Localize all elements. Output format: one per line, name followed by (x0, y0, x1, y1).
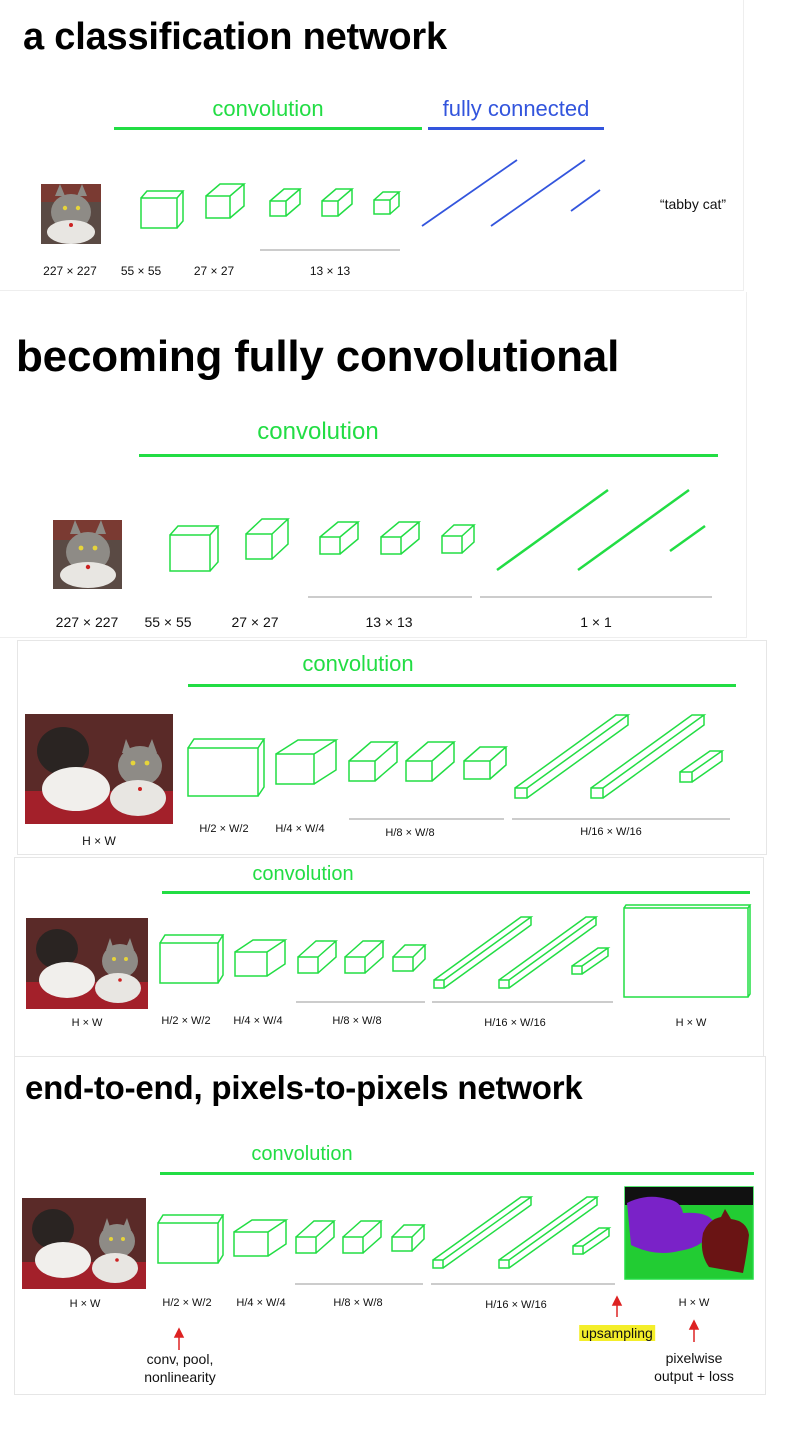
conv-blocks (169, 518, 476, 572)
size-label: H/2 × W/2 (199, 823, 249, 835)
size-label: 227 × 227 (55, 614, 119, 630)
size-label: 13 × 13 (309, 264, 351, 278)
network-graphic (53, 488, 712, 598)
note-line: pixelwise (665, 1350, 723, 1366)
output-block (623, 904, 752, 998)
network-graphic (41, 159, 601, 251)
panel-fully-convolutional-upsampled: convolution (14, 857, 764, 1057)
size-label: H/8 × W/8 (332, 1015, 382, 1027)
network-graphic (26, 904, 752, 1009)
conv-blocks (187, 738, 508, 797)
fully-connected-bar (428, 127, 604, 130)
upsampling-highlight: upsampling (579, 1325, 655, 1341)
conv-1x1-bars (433, 916, 611, 989)
conv-blocks (157, 1214, 426, 1264)
panel-end-to-end-network: end-to-end, pixels-to-pixels network con… (14, 1056, 766, 1395)
panel-title: a classification network (23, 16, 447, 58)
convolution-label: convolution (302, 651, 414, 676)
conv-1x1-bars (514, 714, 725, 799)
size-label: 13 × 13 (365, 614, 413, 630)
size-label: H/16 × W/16 (485, 1299, 547, 1311)
size-label: H/16 × W/16 (484, 1017, 546, 1029)
convolution-label: convolution (251, 1143, 353, 1165)
size-label: H/2 × W/2 (162, 1297, 212, 1309)
input-cat-dog-image (25, 714, 173, 824)
note-line: conv, pool, (146, 1351, 214, 1367)
conv-blocks (159, 934, 427, 984)
panel-fully-convolutional: becoming fully convolutional convolution (0, 292, 747, 638)
red-arrows (173, 1295, 700, 1350)
size-label: 55 × 55 (120, 264, 162, 278)
fully-connected-lines (421, 159, 601, 227)
convolution-label: convolution (212, 96, 324, 121)
size-label: H/16 × W/16 (580, 826, 642, 838)
size-label: H/4 × W/4 (275, 823, 325, 835)
size-label: 27 × 27 (231, 614, 279, 630)
conv-1x1-bars (432, 1196, 612, 1269)
input-cat-image (53, 520, 122, 589)
note-line: output + loss (654, 1368, 734, 1384)
conv-blocks (140, 183, 401, 229)
size-label: 227 × 227 (43, 264, 97, 278)
output-label: “tabby cat” (659, 196, 727, 212)
size-label: H × W (69, 1298, 101, 1310)
size-label: H × W (82, 834, 116, 848)
input-cat-dog-image (22, 1198, 146, 1289)
size-label: 55 × 55 (144, 614, 192, 630)
size-label: H/4 × W/4 (236, 1297, 286, 1309)
size-label: H/4 × W/4 (233, 1015, 283, 1027)
network-graphic (22, 1186, 754, 1350)
size-label: H × W (678, 1297, 710, 1309)
conv-pool-nonlinearity-note: conv, pool, nonlinearity (144, 1350, 216, 1386)
convolution-label: convolution (252, 863, 354, 885)
fully-connected-label: fully connected (442, 96, 590, 121)
input-cat-image (41, 184, 101, 244)
panel-fully-convolutional-hw: convolution H (17, 640, 767, 855)
panel-title: end-to-end, pixels-to-pixels network (25, 1069, 583, 1106)
panel-classification-network: a classification network convolution ful… (0, 0, 744, 291)
size-label: H/2 × W/2 (161, 1015, 211, 1027)
convolution-label: convolution (257, 418, 379, 445)
convolution-bar (188, 684, 736, 687)
network-graphic (25, 714, 730, 824)
panel-title: becoming fully convolutional (16, 332, 620, 381)
convolution-bar (114, 127, 422, 130)
size-label: H/8 × W/8 (333, 1297, 383, 1309)
convolution-bar (162, 891, 750, 894)
pixelwise-output-note: pixelwise output + loss (654, 1349, 734, 1385)
size-label: 27 × 27 (193, 264, 235, 278)
size-label: H × W (71, 1017, 103, 1029)
size-label: 1 × 1 (580, 614, 612, 630)
segmentation-output-image (624, 1186, 754, 1280)
input-cat-dog-image (26, 918, 148, 1009)
size-label: H × W (675, 1017, 707, 1029)
conv-1x1-lines (496, 488, 706, 572)
upsampling-note: upsampling (579, 1324, 655, 1342)
note-line: nonlinearity (144, 1369, 216, 1385)
convolution-bar (160, 1172, 754, 1175)
size-label: H/8 × W/8 (385, 827, 435, 839)
convolution-bar (139, 454, 718, 457)
